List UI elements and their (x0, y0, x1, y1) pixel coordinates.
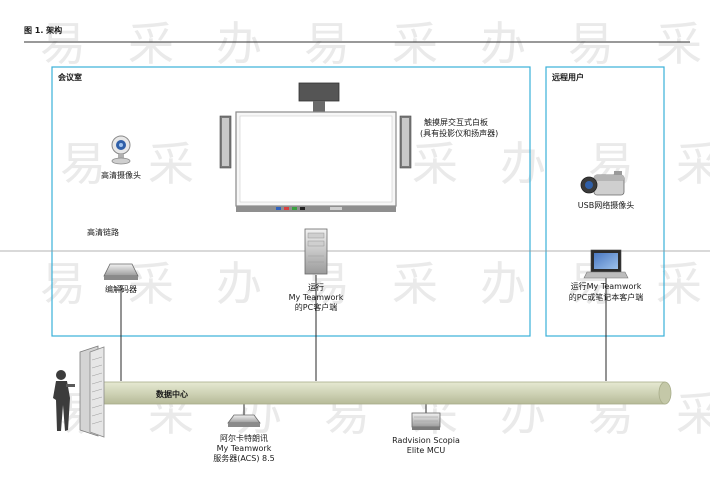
watermark-glyph: 采 (676, 137, 710, 191)
watermark-glyph: 采 (392, 257, 438, 311)
watermark-glyph: 采 (148, 137, 194, 191)
codec-label: 编解码器 (105, 284, 137, 294)
conference-room-box (51, 66, 531, 337)
watermark-glyph: 易 (60, 137, 106, 191)
watermark-glyph: 采 (656, 17, 702, 71)
watermark-glyph: 易 (40, 17, 86, 71)
technician-icon (53, 370, 75, 431)
usb-webcam-icon (580, 171, 625, 196)
watermark-glyph: 办 (480, 257, 526, 311)
server-rack-icon (79, 345, 105, 438)
codec-icon (103, 263, 139, 280)
room-pc-tower-icon (304, 228, 328, 275)
room-pc-label-line-3: 的PC客户端 (295, 302, 337, 312)
figure-title: 图 1. 架构 (24, 25, 62, 35)
watermark-glyph: 易 (40, 257, 86, 311)
watermark-glyph: 办 (500, 137, 546, 191)
interactive-whiteboard-icon (219, 82, 412, 212)
acs-label-line-3: 服务器(ACS) 8.5 (213, 453, 275, 463)
acs-label-line-1: 阿尔卡特朗讯 (220, 433, 268, 443)
room-pc-label-line-2: My Teamwork (289, 293, 344, 302)
watermark-glyph: 采 (676, 387, 710, 441)
whiteboard-label-line-1: 触摸屏交互式白板 (424, 117, 488, 127)
acs-label-line-2: My Teamwork (217, 444, 272, 453)
mcu-label-line-2: Elite MCU (407, 446, 446, 455)
watermark-glyph: 采 (128, 17, 174, 71)
watermark-glyph: 采 (412, 137, 458, 191)
mcu-server-icon (411, 412, 441, 430)
whiteboard-label-line-2: (具有投影仪和扬声器) (420, 128, 498, 138)
usb-webcam-label: USB网络摄像头 (578, 200, 634, 210)
mcu-label-line-1: Radvision Scopia (392, 436, 460, 445)
watermark-glyph: 采 (392, 17, 438, 71)
room-pc-label-line-1: 运行 (308, 282, 324, 292)
hd-camera-icon (111, 135, 131, 165)
watermark-glyph: 易 (568, 17, 614, 71)
laptop-label-line-1: 运行My Teamwork (571, 281, 642, 291)
watermark-glyph: 办 (216, 257, 262, 311)
conference-room-title: 会议室 (58, 72, 82, 82)
watermark-glyph: 易 (304, 17, 350, 71)
acs-server-icon (227, 414, 261, 427)
remote-user-title: 远程用户 (552, 72, 584, 82)
watermark-glyph: 办 (216, 17, 262, 71)
watermark: 易采办易采办易采易采办易采办易采易采办易采办易采易采办易采办易采 (40, 17, 710, 441)
laptop-icon (583, 249, 629, 279)
laptop-label-line-2: 的PC或笔记本客户端 (569, 292, 643, 302)
connectors (120, 275, 607, 415)
hd-camera-label: 高清摄像头 (101, 170, 141, 180)
watermark-glyph: 采 (656, 257, 702, 311)
watermark-glyph: 办 (480, 17, 526, 71)
watermark-glyph: 采 (128, 257, 174, 311)
data-center-title: 数据中心 (156, 389, 188, 399)
hd-link-label: 高清链路 (87, 227, 119, 237)
remote-user-box (545, 66, 665, 337)
